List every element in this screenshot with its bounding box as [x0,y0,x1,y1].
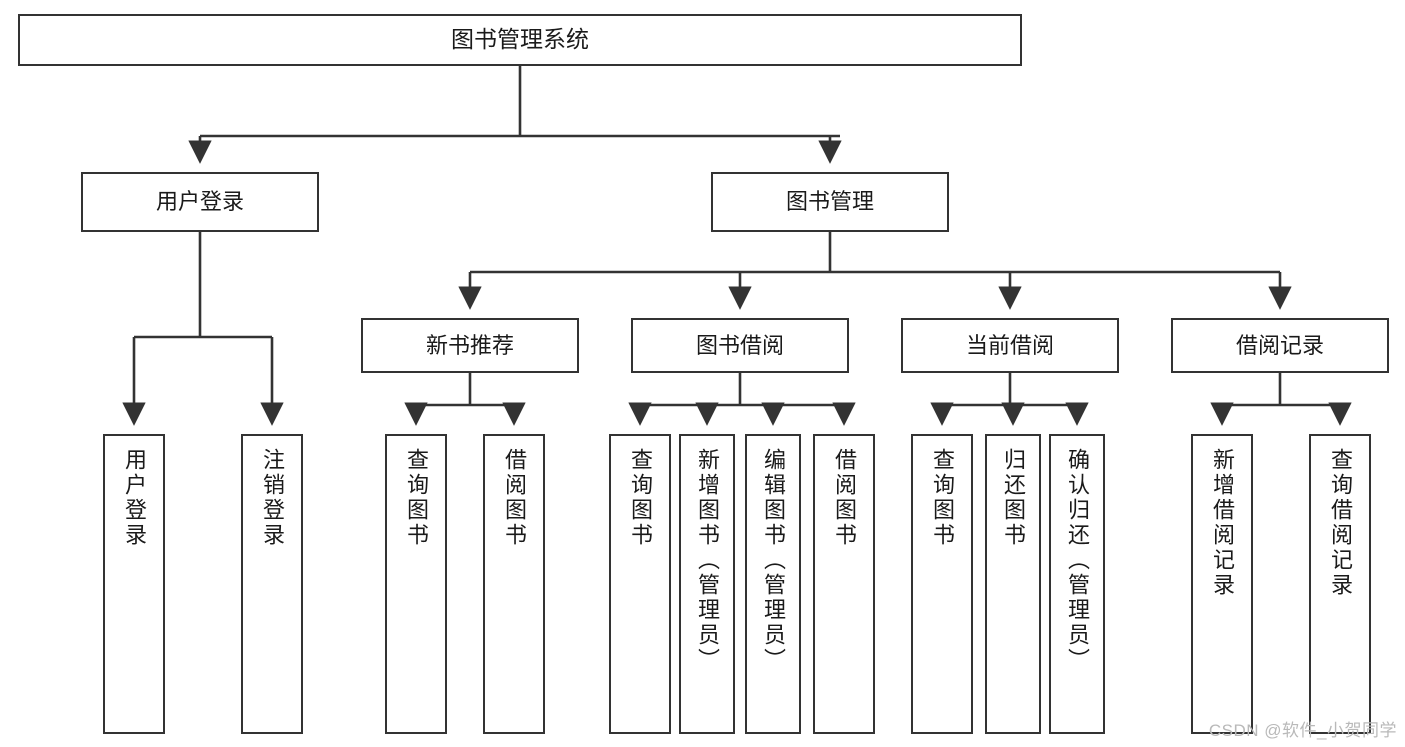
leaf-add-borrow-record-label: 新增借阅记录 [1210,448,1235,598]
leaf-borrow-book-2-label: 借阅图书 [832,448,857,548]
leaf-user-login[interactable]: 用户登录 [103,434,165,734]
node-borrow-records-label: 借阅记录 [1235,332,1324,358]
node-borrow-records[interactable]: 借阅记录 [1171,318,1389,373]
leaf-borrow-book-1-label: 借阅图书 [502,448,527,548]
leaf-user-login-label: 用户登录 [122,448,147,548]
node-new-book-recommend[interactable]: 新书推荐 [361,318,579,373]
node-book-management-label: 图书管理 [785,189,874,215]
csdn-watermark: CSDN @软件_小贺同学 [1208,721,1397,740]
leaf-user-logout-label: 注销登录 [260,448,285,548]
node-current-borrow[interactable]: 当前借阅 [901,318,1119,373]
leaf-return-book[interactable]: 归还图书 [985,434,1041,734]
leaf-confirm-return-admin[interactable]: 确认归还（管理员） [1049,434,1105,734]
leaf-query-borrow-record-label: 查询借阅记录 [1328,448,1353,598]
node-user-login[interactable]: 用户登录 [81,172,319,232]
leaf-borrow-book-1[interactable]: 借阅图书 [483,434,545,734]
leaf-query-book-2[interactable]: 查询图书 [609,434,671,734]
node-new-book-recommend-label: 新书推荐 [425,332,514,358]
leaf-query-book-3[interactable]: 查询图书 [911,434,973,734]
leaf-query-book-1-label: 查询图书 [404,448,429,548]
node-book-management[interactable]: 图书管理 [711,172,949,232]
leaf-query-book-2-label: 查询图书 [628,448,653,548]
leaf-borrow-book-2[interactable]: 借阅图书 [813,434,875,734]
leaf-query-book-3-label: 查询图书 [930,448,955,548]
leaf-query-borrow-record[interactable]: 查询借阅记录 [1309,434,1371,734]
leaf-add-book-admin-label: 新增图书（管理员） [695,448,720,673]
leaf-return-book-label: 归还图书 [1001,448,1026,548]
leaf-add-borrow-record[interactable]: 新增借阅记录 [1191,434,1253,734]
leaf-add-book-admin[interactable]: 新增图书（管理员） [679,434,735,734]
leaf-confirm-return-admin-label: 确认归还（管理员） [1065,448,1090,673]
node-root[interactable]: 图书管理系统 [18,14,1022,66]
node-user-login-label: 用户登录 [155,189,244,215]
leaf-user-logout[interactable]: 注销登录 [241,434,303,734]
node-book-borrow[interactable]: 图书借阅 [631,318,849,373]
node-book-borrow-label: 图书借阅 [695,332,784,358]
node-root-label: 图书管理系统 [451,26,589,53]
leaf-edit-book-admin[interactable]: 编辑图书（管理员） [745,434,801,734]
node-current-borrow-label: 当前借阅 [965,332,1054,358]
leaf-query-book-1[interactable]: 查询图书 [385,434,447,734]
leaf-edit-book-admin-label: 编辑图书（管理员） [761,448,786,673]
